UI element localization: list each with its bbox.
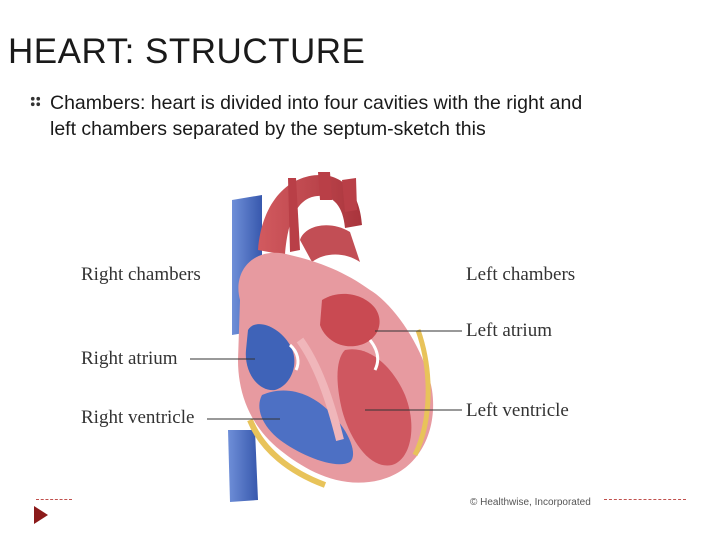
label-left-ventricle: Left ventricle — [466, 400, 569, 421]
bullet-list: Chambers: heart is divided into four cav… — [30, 90, 590, 142]
septum — [296, 337, 344, 441]
label-right-chambers: Right chambers — [81, 264, 201, 285]
label-right-atrium: Right atrium — [81, 348, 178, 369]
footer-dash-left — [36, 499, 72, 500]
image-credit: © Healthwise, Incorporated — [470, 497, 591, 508]
bullet-text: Chambers: heart is divided into four cav… — [50, 92, 583, 140]
flourish-bullet-icon — [30, 96, 41, 107]
play-arrow-icon[interactable] — [34, 506, 48, 524]
label-left-chambers: Left chambers — [466, 264, 576, 285]
left-ventricle-shape — [337, 349, 412, 466]
aorta — [258, 175, 362, 255]
slide-title: HEART: STRUCTURE — [8, 32, 366, 71]
right-atrium-shape — [245, 324, 295, 391]
right-ventricle-shape — [259, 390, 354, 465]
label-right-ventricle: Right ventricle — [81, 407, 195, 428]
label-left-atrium: Left atrium — [466, 320, 552, 341]
footer-dash-right — [604, 499, 686, 500]
left-atrium-shape — [320, 293, 380, 347]
